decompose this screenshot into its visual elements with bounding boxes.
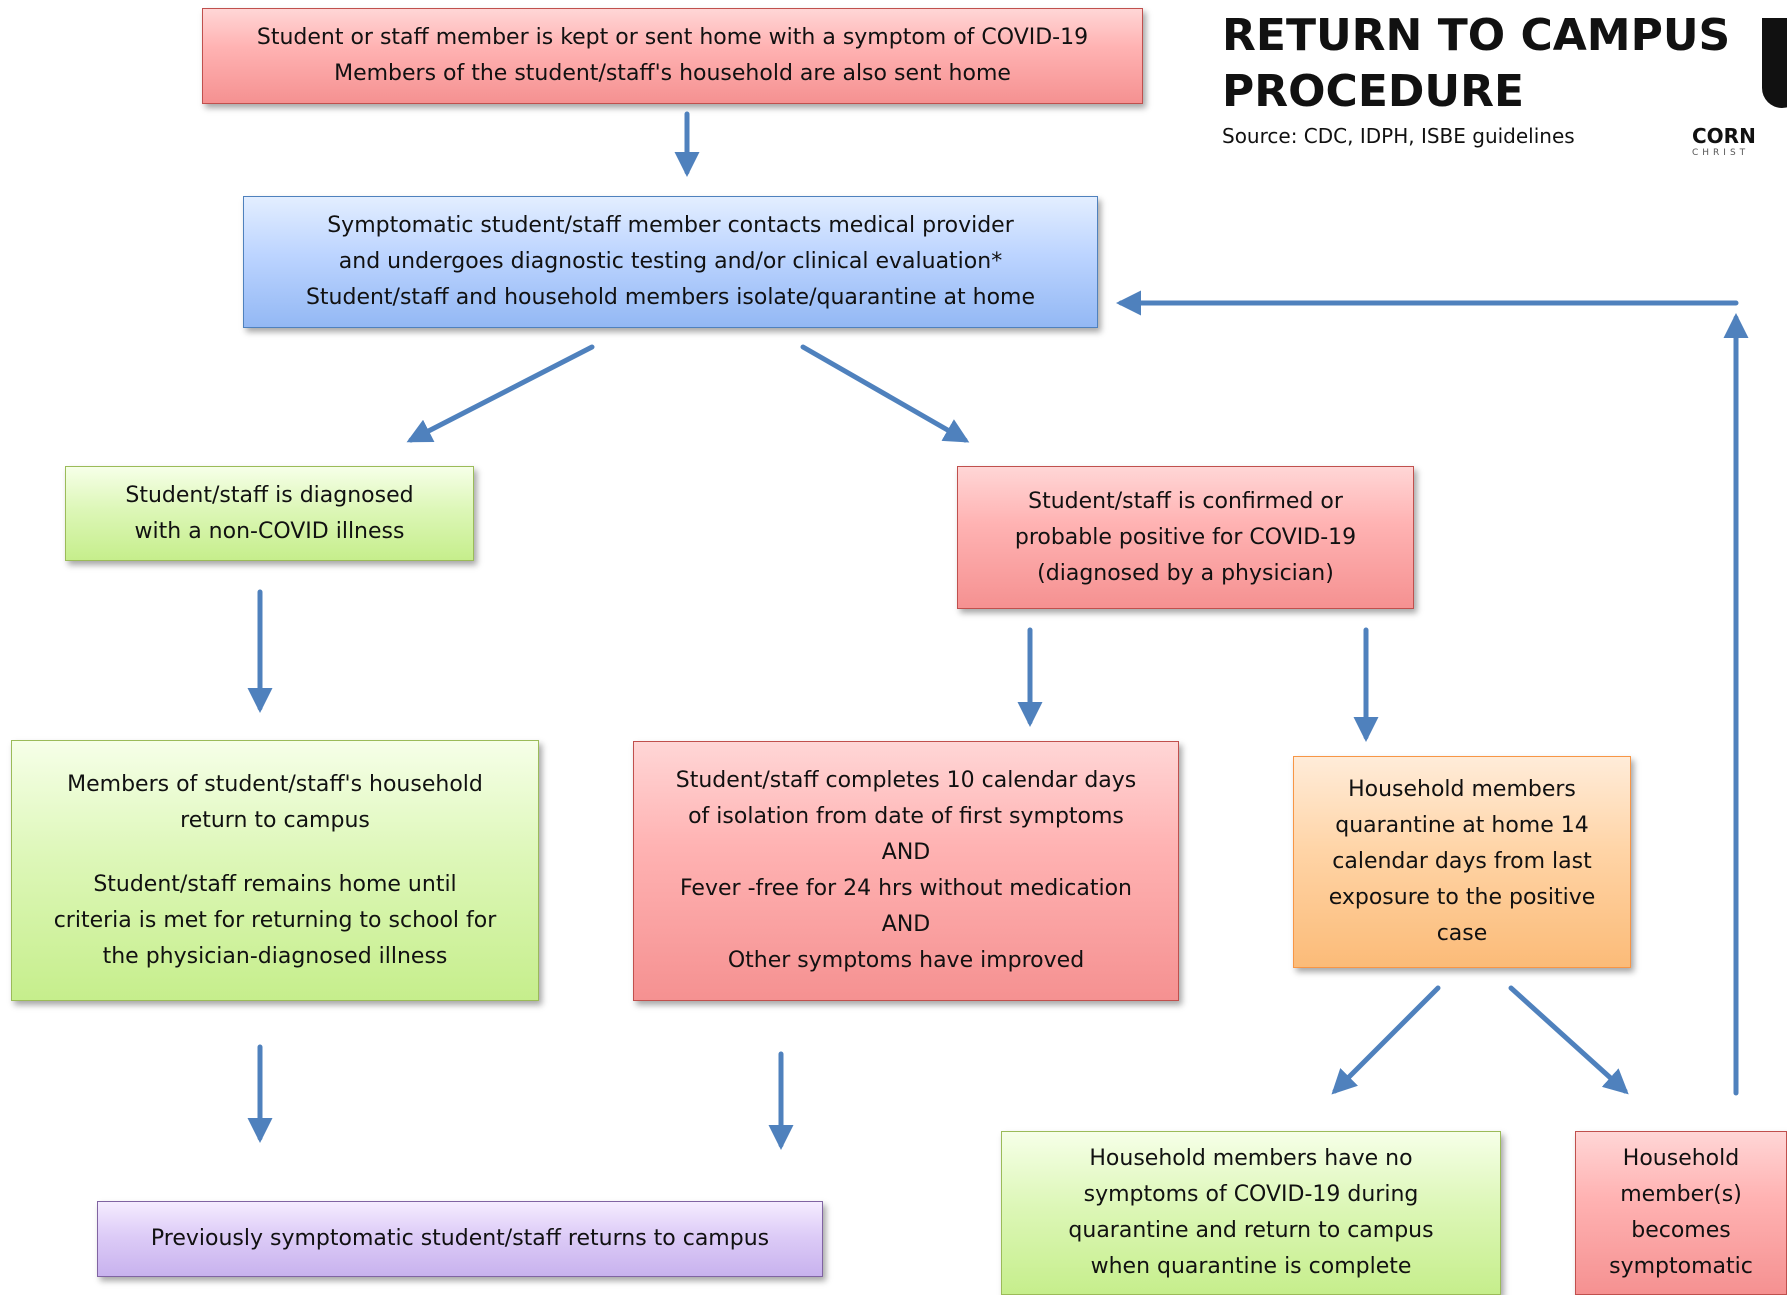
node-text: case xyxy=(1436,921,1488,946)
node-text: with a non-COVID illness xyxy=(134,518,405,544)
node-text: Other symptoms have improved xyxy=(727,948,1085,973)
arrow-quarantine-to-symptomatic xyxy=(1508,985,1629,1095)
node-text: Symptomatic student/staff member contact… xyxy=(327,213,1014,238)
node-text: symptomatic xyxy=(1609,1254,1753,1279)
node-text: quarantine at home 14 xyxy=(1335,813,1589,838)
node-text: Student or staff member is kept or sent … xyxy=(256,25,1089,50)
node-text: (diagnosed by a physician) xyxy=(1037,560,1334,586)
node-text: symptoms of COVID-19 during xyxy=(1083,1182,1419,1207)
title-line-1: RETURN TO CAMPUS xyxy=(1222,10,1731,61)
node-text: return to campus xyxy=(180,807,370,833)
node-text: when quarantine is complete xyxy=(1090,1254,1412,1279)
node-text: Fever -free for 24 hrs without medicatio… xyxy=(679,876,1133,901)
node-text: Members of the student/staff's household… xyxy=(334,61,1011,86)
node-text: and undergoes diagnostic testing and/or … xyxy=(338,249,1003,274)
node-no-symptoms: Household members have no symptoms of CO… xyxy=(1001,1131,1501,1295)
node-text: becomes xyxy=(1631,1218,1731,1243)
node-becomes-symptomatic: Household member(s) becomes symptomatic xyxy=(1575,1131,1787,1295)
title-line-2: PROCEDURE xyxy=(1222,66,1525,117)
node-text: the physician-diagnosed illness xyxy=(102,943,448,969)
node-text: Household members xyxy=(1348,777,1576,802)
node-text: quarantine and return to campus xyxy=(1068,1218,1434,1243)
page-title: RETURN TO CAMPUS PROCEDURE xyxy=(1222,8,1742,120)
node-text: calendar days from last xyxy=(1332,849,1592,874)
logo-mark xyxy=(1762,18,1787,108)
node-returns-to-campus: Previously symptomatic student/staff ret… xyxy=(97,1201,823,1277)
node-text: Student/staff completes 10 calendar days xyxy=(675,768,1137,793)
node-text: criteria is met for returning to school … xyxy=(53,907,497,933)
node-text: AND xyxy=(881,912,931,937)
arrow-provider-to-positive xyxy=(800,344,970,443)
logo-text: CORN xyxy=(1692,124,1756,148)
node-sent-home: Student or staff member is kept or sent … xyxy=(202,8,1143,104)
node-text: AND xyxy=(881,840,931,865)
logo-subtext: CHRIST xyxy=(1692,148,1750,158)
arrow-quarantine-to-no-symptoms xyxy=(1331,985,1441,1095)
node-household-quarantine: Household members quarantine at home 14 … xyxy=(1293,756,1631,968)
source-note: Source: CDC, IDPH, ISBE guidelines xyxy=(1222,124,1575,148)
node-text: Household members have no xyxy=(1089,1146,1413,1171)
node-text: of isolation from date of first symptoms xyxy=(688,804,1124,829)
node-text: exposure to the positive xyxy=(1328,885,1596,910)
node-text: Members of student/staff's household xyxy=(67,771,483,797)
node-text: Household xyxy=(1622,1146,1740,1171)
node-isolation-criteria: Student/staff completes 10 calendar days… xyxy=(633,741,1179,1001)
node-household-return: Members of student/staff's household ret… xyxy=(11,740,539,1001)
node-text: Student/staff remains home until xyxy=(93,871,457,897)
node-non-covid: Student/staff is diagnosed with a non-CO… xyxy=(65,466,474,561)
node-contact-provider: Symptomatic student/staff member contact… xyxy=(243,196,1098,328)
node-text: Student/staff is diagnosed xyxy=(125,482,414,508)
node-confirmed-positive: Student/staff is confirmed or probable p… xyxy=(957,466,1414,609)
node-text: member(s) xyxy=(1620,1182,1742,1207)
arrow-provider-to-non-covid xyxy=(406,344,595,443)
node-text: Student/staff and household members isol… xyxy=(305,285,1036,310)
node-text: Previously symptomatic student/staff ret… xyxy=(150,1226,770,1251)
node-text: Student/staff is confirmed or xyxy=(1028,488,1343,514)
node-text: probable positive for COVID-19 xyxy=(1014,524,1357,550)
